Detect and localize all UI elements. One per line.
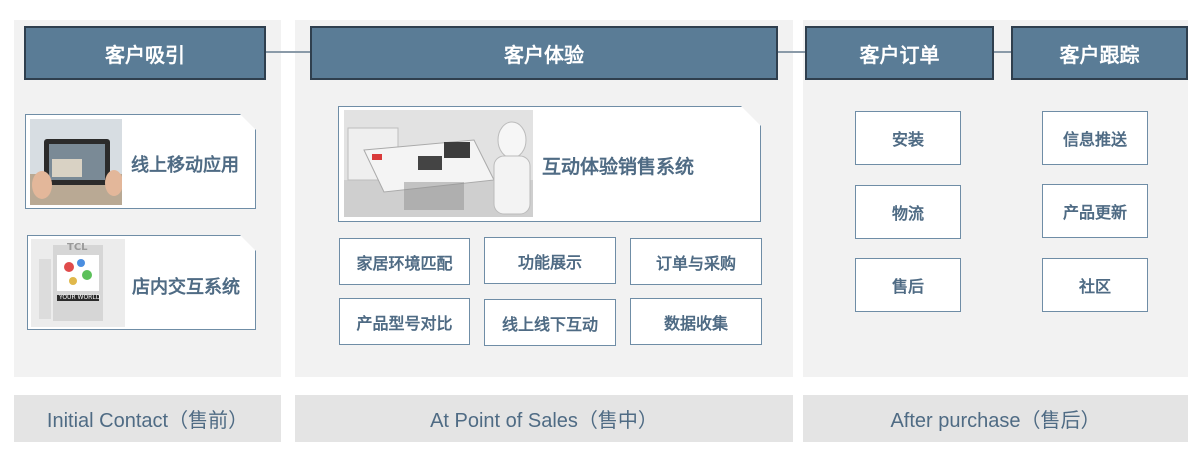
tablet-image xyxy=(30,119,122,205)
footer-after-purchase: After purchase（售后） xyxy=(803,395,1188,442)
card-mobile-app-label: 线上移动应用 xyxy=(131,155,239,176)
showroom-illustration xyxy=(344,110,533,217)
box-online-offline: 线上线下互动 xyxy=(484,299,616,346)
connector-3 xyxy=(992,51,1013,53)
box-home-environment-match: 家居环境匹配 xyxy=(339,238,470,285)
box-model-comparison: 产品型号对比 xyxy=(339,298,470,345)
box-order-purchase: 订单与采购 xyxy=(630,238,762,285)
card-interactive-sales-system: 互动体验销售系统 xyxy=(338,106,761,222)
box-info-push: 信息推送 xyxy=(1042,111,1148,165)
footer-point-of-sales: At Point of Sales（售中） xyxy=(295,395,793,442)
tablet-illustration xyxy=(30,119,122,205)
header-order: 客户订单 xyxy=(805,26,994,80)
header-attract: 客户吸引 xyxy=(24,26,266,80)
showroom-image xyxy=(344,110,533,217)
box-installation: 安装 xyxy=(855,111,961,165)
box-after-sales: 售后 xyxy=(855,258,961,312)
card-interactive-sales-system-label: 互动体验销售系统 xyxy=(542,156,695,178)
box-feature-demo: 功能展示 xyxy=(484,237,616,284)
card-fold xyxy=(240,114,256,130)
kiosk-image: TCL YOUR WORLD xyxy=(31,239,125,327)
card-fold xyxy=(741,106,761,126)
card-fold xyxy=(240,235,256,251)
connector-1 xyxy=(264,51,312,53)
card-instore-system-label: 店内交互系统 xyxy=(132,277,240,298)
kiosk-illustration xyxy=(31,239,125,327)
box-data-collection: 数据收集 xyxy=(630,298,762,345)
header-experience: 客户体验 xyxy=(310,26,778,80)
box-product-update: 产品更新 xyxy=(1042,184,1148,238)
kiosk-brand-text: TCL xyxy=(67,242,88,253)
header-tracking: 客户跟踪 xyxy=(1011,26,1188,80)
card-mobile-app: 线上移动应用 xyxy=(25,114,256,209)
footer-initial-contact: Initial Contact（售前） xyxy=(14,395,281,442)
connector-2 xyxy=(776,51,806,53)
box-logistics: 物流 xyxy=(855,185,961,239)
box-community: 社区 xyxy=(1042,258,1148,312)
card-instore-system: TCL YOUR WORLD 店内交互系统 xyxy=(27,235,256,330)
kiosk-caption-text: YOUR WORLD xyxy=(59,294,101,301)
